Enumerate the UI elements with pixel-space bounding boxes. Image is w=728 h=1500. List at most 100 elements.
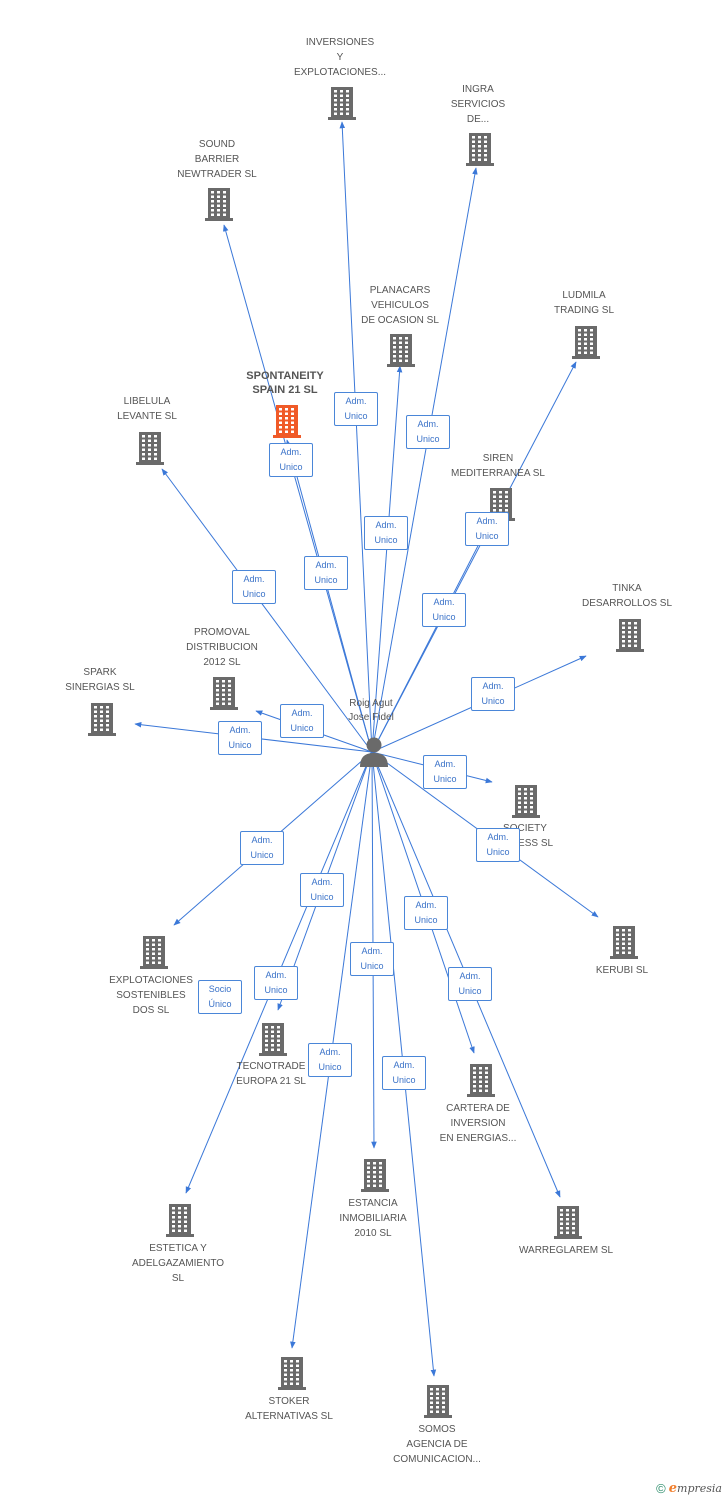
node-label-estancia-line-3: 2010 SL	[354, 1228, 392, 1239]
relation-tag-sound-barrier[interactable]: Adm.Unico	[304, 556, 348, 590]
node-label-estetica-line-2: ADELGAZAMIENTO	[131, 1258, 225, 1269]
building-icon[interactable]	[258, 1022, 288, 1061]
building-icon[interactable]	[511, 784, 541, 823]
relation-tag-inversiones-line-2: Unico	[344, 411, 368, 421]
building-icon[interactable]	[466, 1063, 496, 1102]
node-label-ludmila-line-1: LUDMILA	[562, 290, 606, 301]
node-label-inversiones-line-3: EXPLOTACIONES...	[293, 67, 387, 78]
relation-tag-promoval[interactable]: Adm.Unico	[280, 704, 324, 738]
building-icon[interactable]	[165, 1203, 195, 1242]
edge-sound-barrier	[223, 224, 373, 753]
building-icon[interactable]	[87, 702, 117, 741]
relation-tag-inversiones[interactable]: Adm. Unico	[334, 392, 378, 426]
node-label-ingra-line-1: INGRA	[462, 84, 494, 95]
relation-tag-tecnotrade-line-2: Unico	[264, 985, 288, 995]
relation-tag-inversiones-line-1: Adm.	[345, 396, 367, 406]
relation-tag-explotaciones-sostenibles[interactable]: Adm.Unico	[240, 831, 284, 865]
building-icon-highlighted[interactable]	[272, 404, 302, 443]
relation-tag-sound-barrier-line-2: Unico	[314, 575, 338, 585]
relation-tag-kerubi[interactable]: Adm.Unico	[476, 828, 520, 862]
building-icon[interactable]	[139, 935, 169, 974]
relation-tag-planacars-line-1: Adm.	[375, 520, 397, 530]
relation-tag-ingra[interactable]: Adm.Unico	[406, 415, 450, 449]
relation-tag-ludmila-line-2: Unico	[432, 612, 456, 622]
relation-tag-somos[interactable]: Adm.Unico	[382, 1056, 426, 1090]
relation-tag-spontaneity[interactable]: Adm.Unico	[269, 443, 313, 477]
node-label-promoval-line-2: DISTRIBUCION	[186, 642, 258, 653]
relation-tag-tinka[interactable]: Adm. Unico	[471, 677, 515, 711]
node-label-estancia-line-1: ESTANCIA	[348, 1198, 398, 1209]
relation-tag-spark[interactable]: Adm.Unico	[218, 721, 262, 755]
relation-tag-promoval-line-2: Unico	[290, 723, 314, 733]
relation-tag-ingra-line-1: Adm.	[417, 419, 439, 429]
relation-tag-libelula[interactable]: Adm.Unico	[232, 570, 276, 604]
building-icon[interactable]	[209, 676, 239, 715]
relation-tag-ludmila[interactable]: Adm.Unico	[422, 593, 466, 627]
relation-tag-siren-line-1: Adm.	[476, 516, 498, 526]
building-icon[interactable]	[465, 132, 495, 171]
relation-tag-estancia[interactable]: Adm.Unico	[350, 942, 394, 976]
node-label-somos-line-1: SOMOS	[418, 1424, 456, 1435]
relation-tag-society[interactable]: Adm.Unico	[423, 755, 467, 789]
person-icon[interactable]	[359, 736, 389, 773]
node-label-somos-line-3: COMUNICACION...	[393, 1454, 481, 1465]
relation-tag-tinka-line-2: Unico	[481, 696, 505, 706]
relation-tag-planacars[interactable]: Adm.Unico	[364, 516, 408, 550]
node-label-spontaneity-line-2: SPAIN 21 SL	[252, 384, 318, 396]
node-label-estetica-line-1: ESTETICA Y	[149, 1243, 207, 1254]
edge-ludmila	[371, 361, 577, 753]
relation-tag-cartera-line-2: Unico	[458, 986, 482, 996]
building-icon[interactable]	[327, 86, 357, 125]
node-label-inversiones-line-2: Y	[336, 52, 344, 63]
node-label-promoval-line-3: 2012 SL	[203, 657, 241, 668]
relation-tag-somos-line-1: Adm.	[393, 1060, 415, 1070]
node-label-libelula-line-1: LIBELULA	[123, 396, 171, 407]
building-icon[interactable]	[571, 325, 601, 364]
node-label-promoval-line-1: PROMOVAL	[194, 627, 250, 638]
footer-brand[interactable]: © empresia	[656, 1481, 722, 1496]
relation-tag-tecnotrade[interactable]: Adm.Unico	[254, 966, 298, 1000]
relation-tag-stoker[interactable]: Adm.Unico	[308, 1043, 352, 1077]
relation-tag-estetica[interactable]: Adm.Unico	[300, 873, 344, 907]
relation-tag-cartera[interactable]: Adm.Unico	[448, 967, 492, 1001]
node-label-inversiones[interactable]: INVERSIONES Y EXPLOTACIONES...	[294, 35, 386, 80]
relation-tag-siren[interactable]: Adm.Unico	[465, 512, 509, 546]
building-icon[interactable]	[609, 925, 639, 964]
building-icon[interactable]	[135, 431, 165, 470]
building-icon[interactable]	[204, 187, 234, 226]
center-person-label[interactable]: Roig Agut Jose Fidel	[348, 697, 394, 725]
node-label-warreglarem[interactable]: WARREGLAREM SL	[519, 1243, 613, 1258]
building-icon[interactable]	[423, 1384, 453, 1423]
building-icon[interactable]	[360, 1158, 390, 1197]
relation-tag-2-tecnotrade-line-2: Único	[208, 999, 232, 1009]
building-icon[interactable]	[553, 1205, 583, 1244]
node-label-ingra-line-3: DE...	[466, 114, 490, 125]
relation-tag-warreglarem[interactable]: Adm.Unico	[404, 896, 448, 930]
node-label-kerubi[interactable]: KERUBI SL	[596, 963, 648, 978]
node-label-promoval[interactable]: PROMOVAL DISTRIBUCION 2012 SL	[186, 625, 258, 670]
building-icon[interactable]	[615, 618, 645, 657]
node-label-inversiones-line-1: INVERSIONES	[305, 37, 375, 48]
building-icon[interactable]	[386, 333, 416, 372]
relation-tag-tinka-line-1: Adm.	[482, 681, 504, 691]
building-icon[interactable]	[277, 1356, 307, 1395]
node-label-cartera-line-2: INVERSION	[450, 1118, 506, 1129]
